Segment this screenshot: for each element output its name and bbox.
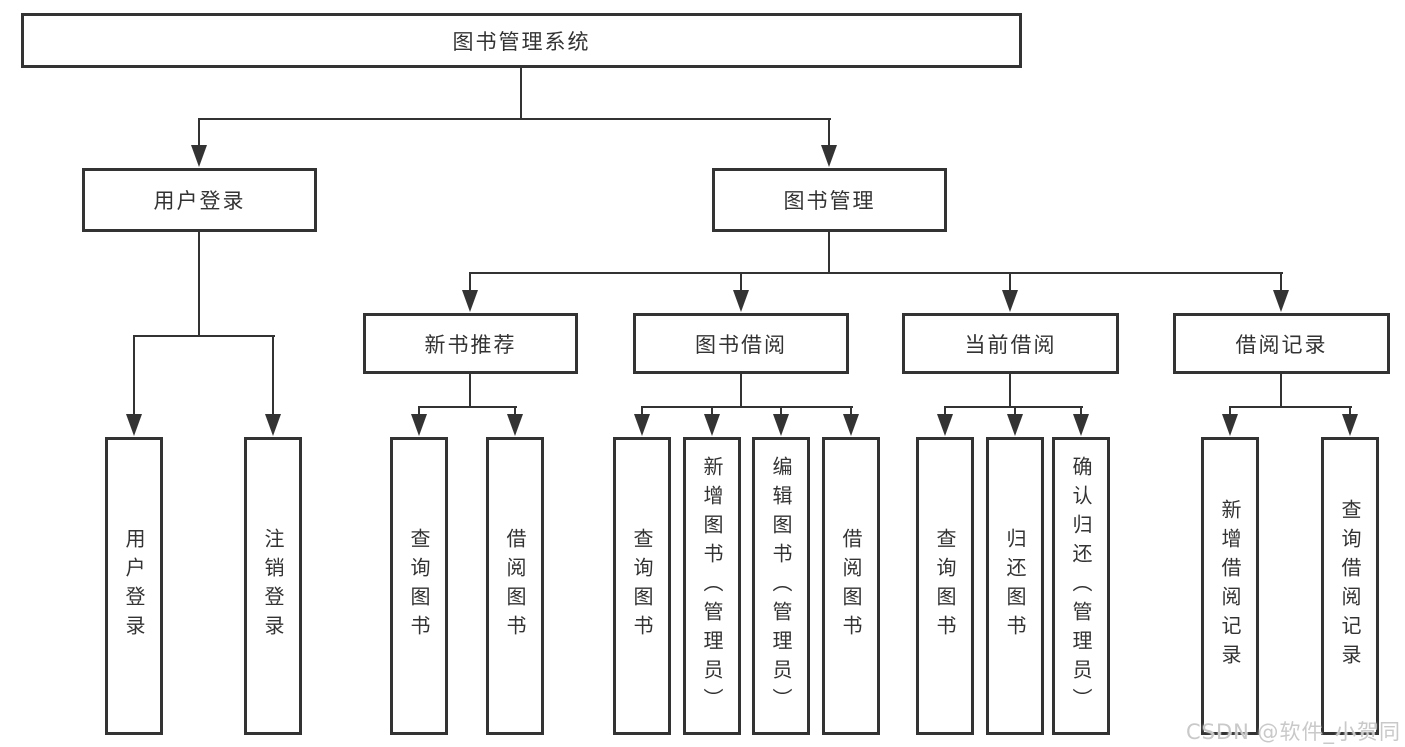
arrow-down-icon (733, 290, 749, 312)
node-book-borrow: 图书借阅 (633, 313, 849, 374)
connector-vline (1080, 406, 1082, 416)
connector-vline (850, 406, 852, 416)
leaf-cb-confirm-return: 确认归还（管理员） (1052, 437, 1110, 735)
connector-hline (198, 118, 831, 120)
arrow-down-icon (1273, 290, 1289, 312)
connector-vline (418, 406, 420, 416)
leaf-logout: 注销登录 (244, 437, 302, 735)
node-user-login: 用户登录 (82, 168, 317, 232)
node-book-mgmt: 图书管理 (712, 168, 947, 232)
connector-vline (780, 406, 782, 416)
leaf-cb-return-book: 归还图书 (986, 437, 1044, 735)
arrow-down-icon (937, 414, 953, 436)
connector-vline (1009, 272, 1011, 292)
leaf-label: 注销登录 (261, 528, 285, 644)
leaf-rec-search-book: 查询图书 (390, 437, 448, 735)
connector-vline (1014, 406, 1016, 416)
connector-vline (711, 406, 713, 416)
leaf-bb-borrow-book: 借阅图书 (822, 437, 880, 735)
leaf-bb-search-book: 查询图书 (613, 437, 671, 735)
connector-vline (828, 118, 830, 146)
connector-vline (198, 118, 200, 146)
connector-hline (133, 335, 275, 337)
connector-vline (944, 406, 946, 416)
leaf-br-search-record: 查询借阅记录 (1321, 437, 1379, 735)
arrow-down-icon (1073, 414, 1089, 436)
connector-vline (469, 272, 471, 292)
connector-vline (1280, 374, 1282, 408)
leaf-label: 确认归还（管理员） (1069, 455, 1093, 717)
connector-vline (740, 272, 742, 292)
leaf-label: 查询图书 (407, 528, 431, 644)
arrow-down-icon (126, 414, 142, 436)
leaf-label: 查询图书 (630, 528, 654, 644)
leaf-label: 查询借阅记录 (1338, 499, 1362, 673)
leaf-label: 借阅图书 (503, 528, 527, 644)
leaf-user-login: 用户登录 (105, 437, 163, 735)
connector-vline (520, 68, 522, 120)
connector-vline (1349, 406, 1351, 416)
leaf-label: 新增图书（管理员） (700, 455, 724, 717)
connector-vline (1229, 406, 1231, 416)
arrow-down-icon (265, 414, 281, 436)
leaf-label: 用户登录 (122, 528, 146, 644)
leaf-label: 新增借阅记录 (1218, 499, 1242, 673)
leaf-label: 查询图书 (933, 528, 957, 644)
connector-vline (514, 406, 516, 416)
arrow-down-icon (821, 145, 837, 167)
connector-vline (740, 374, 742, 408)
node-root: 图书管理系统 (21, 13, 1022, 68)
connector-hline (944, 406, 1083, 408)
arrow-down-icon (1222, 414, 1238, 436)
arrow-down-icon (704, 414, 720, 436)
leaf-label: 归还图书 (1003, 528, 1027, 644)
connector-hline (641, 406, 853, 408)
leaf-bb-add-book: 新增图书（管理员） (683, 437, 741, 735)
arrow-down-icon (1002, 290, 1018, 312)
arrow-down-icon (1342, 414, 1358, 436)
leaf-cb-search-book: 查询图书 (916, 437, 974, 735)
leaf-label: 借阅图书 (839, 528, 863, 644)
arrow-down-icon (507, 414, 523, 436)
connector-vline (641, 406, 643, 416)
node-current-borrow: 当前借阅 (902, 313, 1119, 374)
connector-vline (198, 232, 200, 337)
connector-vline (1009, 374, 1011, 408)
arrow-down-icon (411, 414, 427, 436)
arrow-down-icon (1007, 414, 1023, 436)
connector-vline (272, 335, 274, 415)
node-new-book-rec: 新书推荐 (363, 313, 578, 374)
connector-vline (1280, 272, 1282, 292)
connector-hline (1229, 406, 1352, 408)
connector-vline (469, 374, 471, 408)
connector-hline (418, 406, 517, 408)
leaf-bb-edit-book: 编辑图书（管理员） (752, 437, 810, 735)
arrow-down-icon (462, 290, 478, 312)
arrow-down-icon (773, 414, 789, 436)
arrow-down-icon (843, 414, 859, 436)
connector-vline (828, 232, 830, 274)
leaf-rec-borrow-book: 借阅图书 (486, 437, 544, 735)
node-borrow-record: 借阅记录 (1173, 313, 1390, 374)
leaf-label: 编辑图书（管理员） (769, 455, 793, 717)
arrow-down-icon (191, 145, 207, 167)
connector-vline (133, 335, 135, 415)
connector-hline (469, 272, 1283, 274)
watermark: CSDN @软件_小贺同学 (1186, 720, 1402, 744)
arrow-down-icon (634, 414, 650, 436)
leaf-br-add-record: 新增借阅记录 (1201, 437, 1259, 735)
